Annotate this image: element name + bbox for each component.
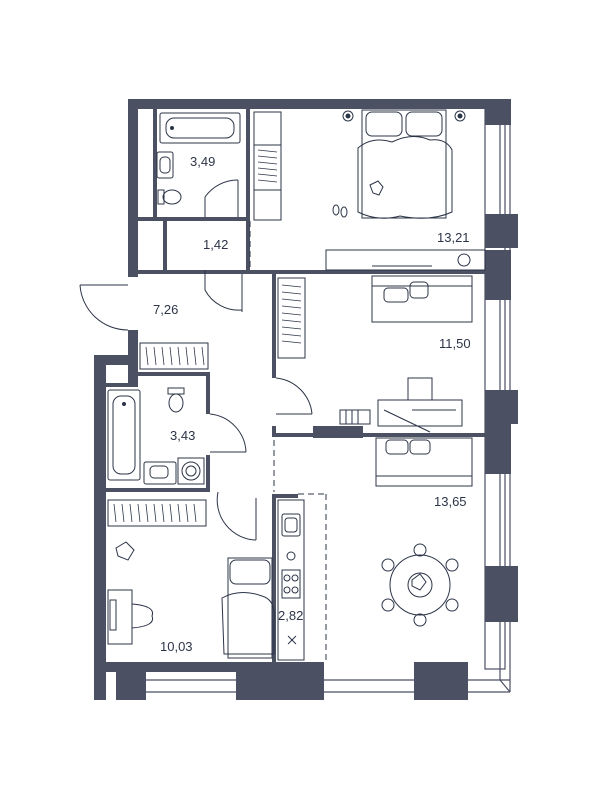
wardrobes — [107, 111, 306, 527]
bathtub-top — [159, 112, 241, 144]
bathtub-middle — [107, 389, 141, 481]
sink-middle — [143, 461, 177, 485]
area-label-bedroom-bottom: 10,03 — [160, 639, 193, 654]
washing-machine — [177, 457, 205, 485]
walls — [94, 99, 518, 700]
toilet-middle — [167, 387, 185, 413]
open-boundaries — [249, 221, 327, 660]
doors — [79, 179, 313, 541]
desk-bottom — [107, 541, 154, 645]
kitchen-unit — [277, 499, 305, 661]
sofa-living — [375, 437, 473, 487]
area-label-hall-small: 1,42 — [203, 237, 228, 252]
area-label-bedroom-middle: 11,50 — [439, 336, 471, 351]
area-label-living-room: 13,65 — [434, 494, 467, 509]
wardrobe-hangers — [113, 149, 302, 523]
toilet-top — [157, 189, 182, 205]
sink-top — [156, 151, 174, 179]
area-label-entrance-hall: 7,26 — [153, 302, 178, 317]
dining-table — [381, 543, 459, 627]
bed-bottom — [221, 557, 275, 659]
desk-middle — [339, 377, 463, 433]
area-label-bathroom-middle: 3,43 — [170, 428, 195, 443]
window-frames — [146, 108, 511, 693]
area-label-bedroom-top: 13,21 — [437, 230, 470, 245]
area-label-kitchen: 2,82 — [278, 608, 303, 623]
tv-unit-top — [325, 249, 486, 271]
area-labels: 3,49 1,42 13,21 7,26 11,50 3,43 13,65 10… — [153, 154, 471, 654]
double-bed-top — [332, 109, 466, 219]
sofa-middle — [371, 275, 473, 323]
area-label-bathroom-top: 3,49 — [190, 154, 215, 169]
